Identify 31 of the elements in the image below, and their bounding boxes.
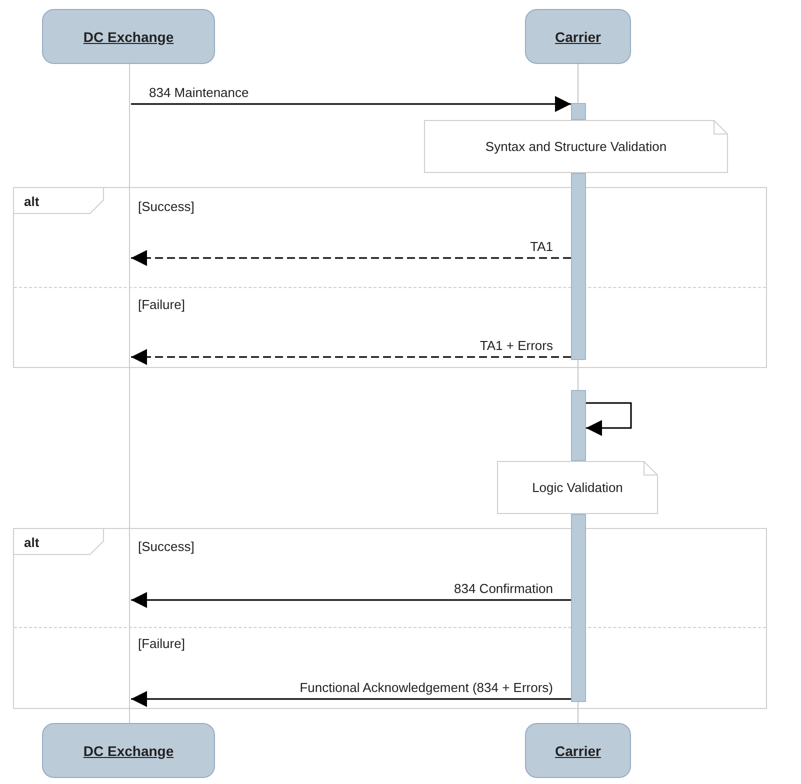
operator-tab: alt <box>14 529 104 555</box>
message-arrow <box>131 592 571 608</box>
lifeline-segment <box>577 360 579 390</box>
message-arrow <box>131 250 571 266</box>
message-label: Functional Acknowledgement (834 + Errors) <box>300 680 553 695</box>
operator-tab: alt <box>14 188 104 214</box>
guard-label: [Success] <box>138 199 194 214</box>
message-arrow <box>131 96 571 112</box>
guard-label: [Success] <box>138 539 194 554</box>
activation-bar <box>571 514 586 702</box>
message-label: 834 Maintenance <box>149 85 249 100</box>
lifeline-segment <box>577 702 579 723</box>
message-arrow <box>131 691 571 707</box>
guard-label: [Failure] <box>138 297 185 312</box>
message-arrow <box>131 349 571 365</box>
note: Syntax and Structure Validation <box>424 120 728 173</box>
message-label: TA1 <box>530 239 553 254</box>
note: Logic Validation <box>497 461 658 514</box>
self-message-arrow <box>586 402 632 436</box>
activation-bar <box>571 173 586 360</box>
message-label: TA1 + Errors <box>480 338 553 353</box>
activation-bar <box>571 390 586 461</box>
participant-box: DC Exchange <box>42 9 215 64</box>
participant-box: Carrier <box>525 9 631 64</box>
message-label: 834 Confirmation <box>454 581 553 596</box>
participant-box: Carrier <box>525 723 631 778</box>
lifeline-segment <box>577 64 579 103</box>
guard-label: [Failure] <box>138 636 185 651</box>
lifeline <box>129 64 131 723</box>
activation-bar <box>571 103 586 120</box>
participant-box: DC Exchange <box>42 723 215 778</box>
